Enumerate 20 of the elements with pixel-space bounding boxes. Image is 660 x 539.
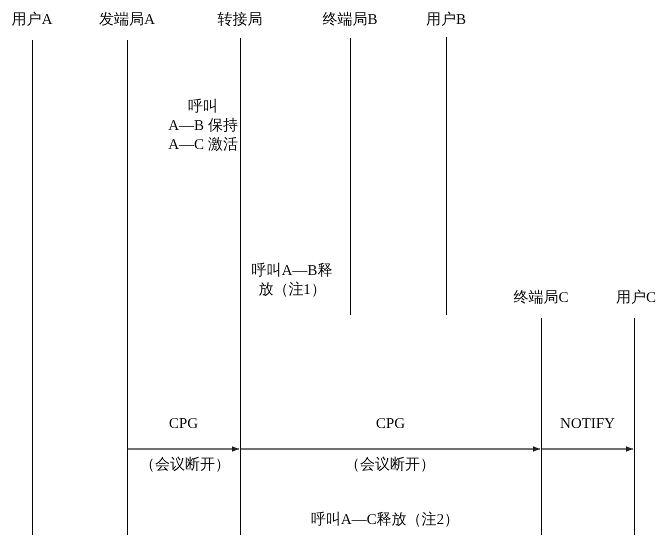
edge-label: NOTIFY xyxy=(560,415,615,434)
note: A—C 激活 xyxy=(168,136,238,155)
edge-note: （会议断开） xyxy=(345,456,435,475)
edge-note: （会议断开） xyxy=(140,456,230,475)
edge-label: CPG xyxy=(168,415,198,434)
note: 呼叫 xyxy=(188,98,218,117)
arrow xyxy=(241,446,540,452)
arrow xyxy=(128,446,239,452)
lifeline-label: 终端局C xyxy=(512,288,570,308)
lifeline-label: 终端局B xyxy=(321,10,378,30)
lifeline-label: 用户C xyxy=(616,288,656,308)
edge-label: CPG xyxy=(376,415,406,434)
lifeline-label: 转接局 xyxy=(216,10,264,30)
lifeline-label: 用户A xyxy=(10,10,54,30)
note: 呼叫A—C释放（注2） xyxy=(310,511,460,530)
note: 呼叫A—B释放（注1） xyxy=(250,262,334,300)
lifeline-label: 发端局A xyxy=(98,10,156,30)
lifeline-label: 用户B xyxy=(424,10,467,30)
note: A—B 保持 xyxy=(168,117,238,136)
arrow xyxy=(542,446,633,452)
